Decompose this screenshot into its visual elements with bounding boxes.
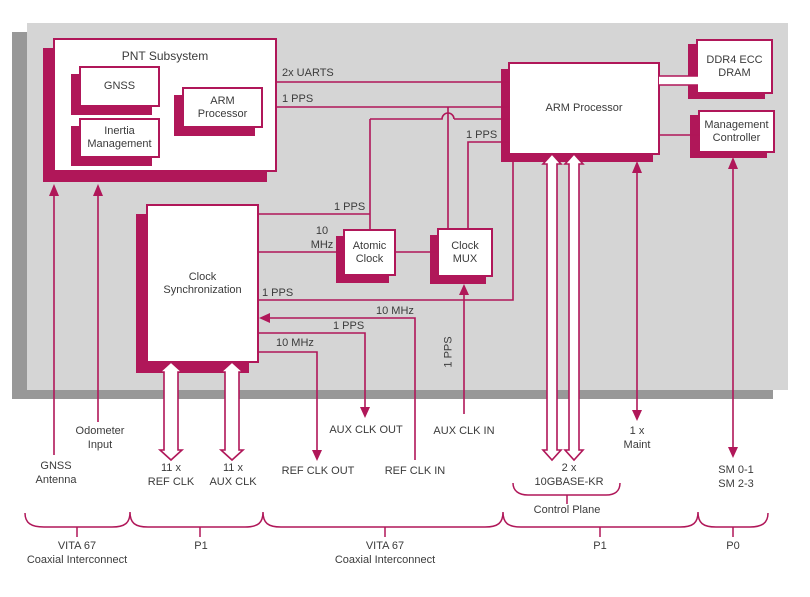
clock-mux-box: Clock MUX (437, 228, 493, 277)
signal-label-1pps-arm-mux: 1 PPS (466, 129, 498, 141)
signal-label-10mhz-atomic: 10 MHz (310, 225, 334, 251)
ddr4-dram-box: DDR4 ECC DRAM (696, 39, 773, 94)
signal-label-2x-uarts: 2x UARTS (282, 67, 334, 79)
signal-label-1pps-clocksync-top: 1 PPS (334, 201, 366, 213)
port-label-odometer: Odometer Input (75, 425, 125, 451)
connector-label-p0: P0 (726, 540, 740, 552)
signal-label-10mhz-ref-in: 10 MHz (376, 305, 414, 317)
port-label-gnss-antenna: GNSS Antenna (35, 460, 77, 486)
port-label-11x-ref-clk: 11 x REF CLK (147, 462, 195, 488)
gnss-box: GNSS (79, 66, 160, 107)
arrow-maint-down (632, 410, 642, 421)
arm-processor-box: ARM Processor (508, 62, 660, 155)
arm-small-label-2: Processor (197, 107, 248, 120)
management-controller-box: Management Controller (698, 110, 775, 153)
inertia-label-2: Management (87, 138, 152, 150)
clock-sync-label-1: Clock (188, 270, 217, 283)
atomic-clock-box: Atomic Clock (343, 229, 396, 276)
clock-sync-label-2: Synchronization (163, 283, 242, 296)
ddr4-label-2: DRAM (718, 66, 751, 79)
connector-label-vita67-left: VITA 67 Coaxial Interconnect (26, 540, 128, 566)
port-label-maint: 1 x Maint (623, 425, 651, 451)
connector-label-p1-left: P1 (194, 540, 208, 552)
arrow-sm-down (728, 447, 738, 458)
signal-label-1pps-aux-out: 1 PPS (333, 320, 365, 332)
port-label-ref-clk-in: REF CLK IN (384, 465, 446, 477)
signal-label-1pps-vertical: 1 PPS (442, 336, 455, 368)
signal-label-1pps-pnt: 1 PPS (282, 93, 314, 105)
arm-small-label-1: ARM (210, 94, 235, 107)
mgmt-label-1: Management (704, 118, 769, 131)
inertia-management-box: Inertia Management (79, 118, 160, 158)
connector-label-vita67-right: VITA 67 Coaxial Interconnect (334, 540, 436, 566)
signal-label-10mhz-ref-out: 10 MHz (276, 337, 314, 349)
port-label-10gbase-kr: 2 x 10GBASE-KR (534, 462, 604, 488)
inertia-label-1: Inertia (104, 125, 135, 137)
clock-mux-label-1: Clock (451, 239, 479, 252)
port-label-aux-clk-in: AUX CLK IN (433, 425, 495, 437)
connector-label-p1-right: P1 (593, 540, 607, 552)
port-label-control-plane: Control Plane (533, 504, 601, 516)
atomic-clock-label-2: Clock (355, 252, 384, 265)
gnss-label: GNSS (103, 80, 136, 92)
arrow-aux-clk-out (360, 407, 370, 418)
mgmt-label-2: Controller (712, 131, 761, 144)
arrow-ref-clk-out (312, 450, 322, 461)
arm-label: ARM Processor (545, 102, 623, 114)
port-label-aux-clk-out: AUX CLK OUT (329, 424, 403, 436)
clock-sync-box: Clock Synchronization (146, 204, 259, 363)
connector-braces (24, 511, 769, 528)
port-label-ref-clk-out: REF CLK OUT (281, 465, 355, 477)
signal-label-1pps-clocksync-bottom: 1 PPS (262, 287, 294, 299)
clock-mux-label-2: MUX (452, 252, 478, 265)
port-label-11x-aux-clk: 11 x AUX CLK (209, 462, 257, 488)
arm-processor-small-box: ARM Processor (182, 87, 263, 128)
port-label-sm: SM 0-1 SM 2-3 (718, 464, 754, 490)
ddr4-label-1: DDR4 ECC (706, 53, 763, 66)
pnt-subsystem-title: PNT Subsystem (121, 49, 209, 63)
brace-ticks (76, 527, 734, 537)
atomic-clock-label-1: Atomic (352, 239, 387, 252)
